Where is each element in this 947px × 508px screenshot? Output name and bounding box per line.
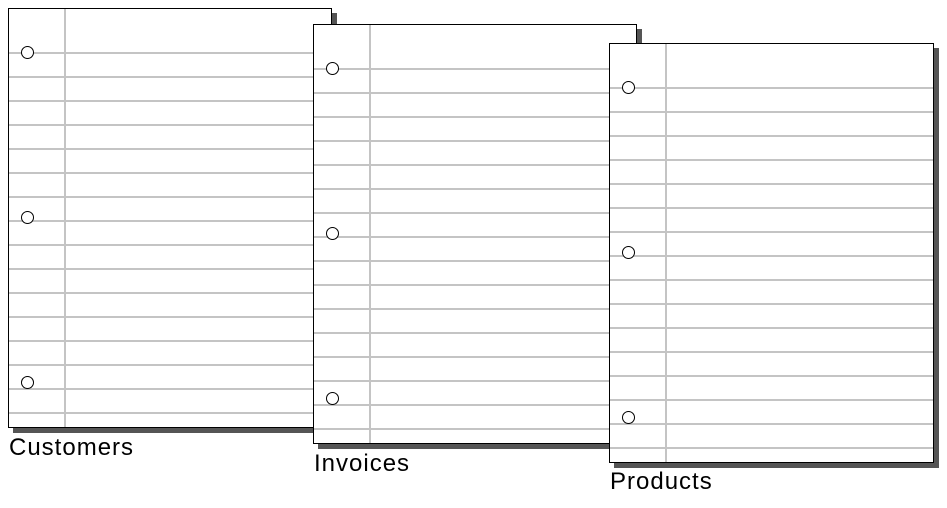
sheet-invoices: Invoices (313, 24, 637, 479)
ruled-line (9, 268, 331, 270)
binder-hole-icon (21, 211, 34, 224)
ruled-line (314, 428, 636, 430)
binder-hole-icon (622, 81, 635, 94)
sheet-products: Products (609, 43, 934, 501)
ruled-line (314, 308, 636, 310)
ruled-line (9, 52, 331, 54)
ruled-line (314, 404, 636, 406)
ruled-line (314, 260, 636, 262)
lined-paper (313, 24, 637, 444)
ruled-line (9, 364, 331, 366)
ruled-line (610, 375, 933, 377)
ruled-line (610, 279, 933, 281)
ruled-line (610, 207, 933, 209)
binder-hole-icon (326, 227, 339, 240)
margin-line (64, 9, 66, 427)
ruled-line (9, 244, 331, 246)
ruled-line (610, 231, 933, 233)
ruled-line (610, 111, 933, 113)
binder-hole-icon (622, 411, 635, 424)
ruled-line (9, 148, 331, 150)
sheet-label-products: Products (610, 468, 713, 495)
ruled-line (9, 412, 331, 414)
ruled-line (610, 303, 933, 305)
ruled-line (610, 447, 933, 449)
ruled-line (314, 332, 636, 334)
ruled-line (314, 356, 636, 358)
ruled-line (610, 423, 933, 425)
ruled-line (9, 292, 331, 294)
ruled-line (9, 316, 331, 318)
sheet-label-invoices: Invoices (314, 450, 411, 477)
binder-hole-icon (326, 62, 339, 75)
sheet-customers: Customers (8, 8, 332, 463)
ruled-line (610, 351, 933, 353)
lined-paper (8, 8, 332, 428)
ruled-line (314, 68, 636, 70)
ruled-line (610, 159, 933, 161)
ruled-line (314, 212, 636, 214)
ruled-line (314, 164, 636, 166)
ruled-line (314, 284, 636, 286)
ruled-line (314, 116, 636, 118)
ruled-line (9, 220, 331, 222)
ruled-line (610, 135, 933, 137)
ruled-line (314, 140, 636, 142)
ruled-line (9, 100, 331, 102)
margin-line (665, 44, 667, 462)
binder-hole-icon (326, 392, 339, 405)
ruled-line (610, 183, 933, 185)
ruled-line (610, 255, 933, 257)
ruled-line (9, 196, 331, 198)
ruled-line (314, 236, 636, 238)
binder-hole-icon (21, 376, 34, 389)
ruled-line (9, 388, 331, 390)
lined-paper (609, 43, 934, 463)
ruled-line (9, 124, 331, 126)
ruled-line (610, 87, 933, 89)
binder-hole-icon (622, 246, 635, 259)
ruled-line (314, 92, 636, 94)
sheet-label-customers: Customers (9, 434, 135, 461)
binder-hole-icon (21, 46, 34, 59)
ruled-line (610, 327, 933, 329)
ruled-line (314, 188, 636, 190)
ruled-line (610, 399, 933, 401)
margin-line (369, 25, 371, 443)
ruled-line (9, 76, 331, 78)
ruled-line (9, 340, 331, 342)
ruled-line (9, 172, 331, 174)
ruled-line (314, 380, 636, 382)
